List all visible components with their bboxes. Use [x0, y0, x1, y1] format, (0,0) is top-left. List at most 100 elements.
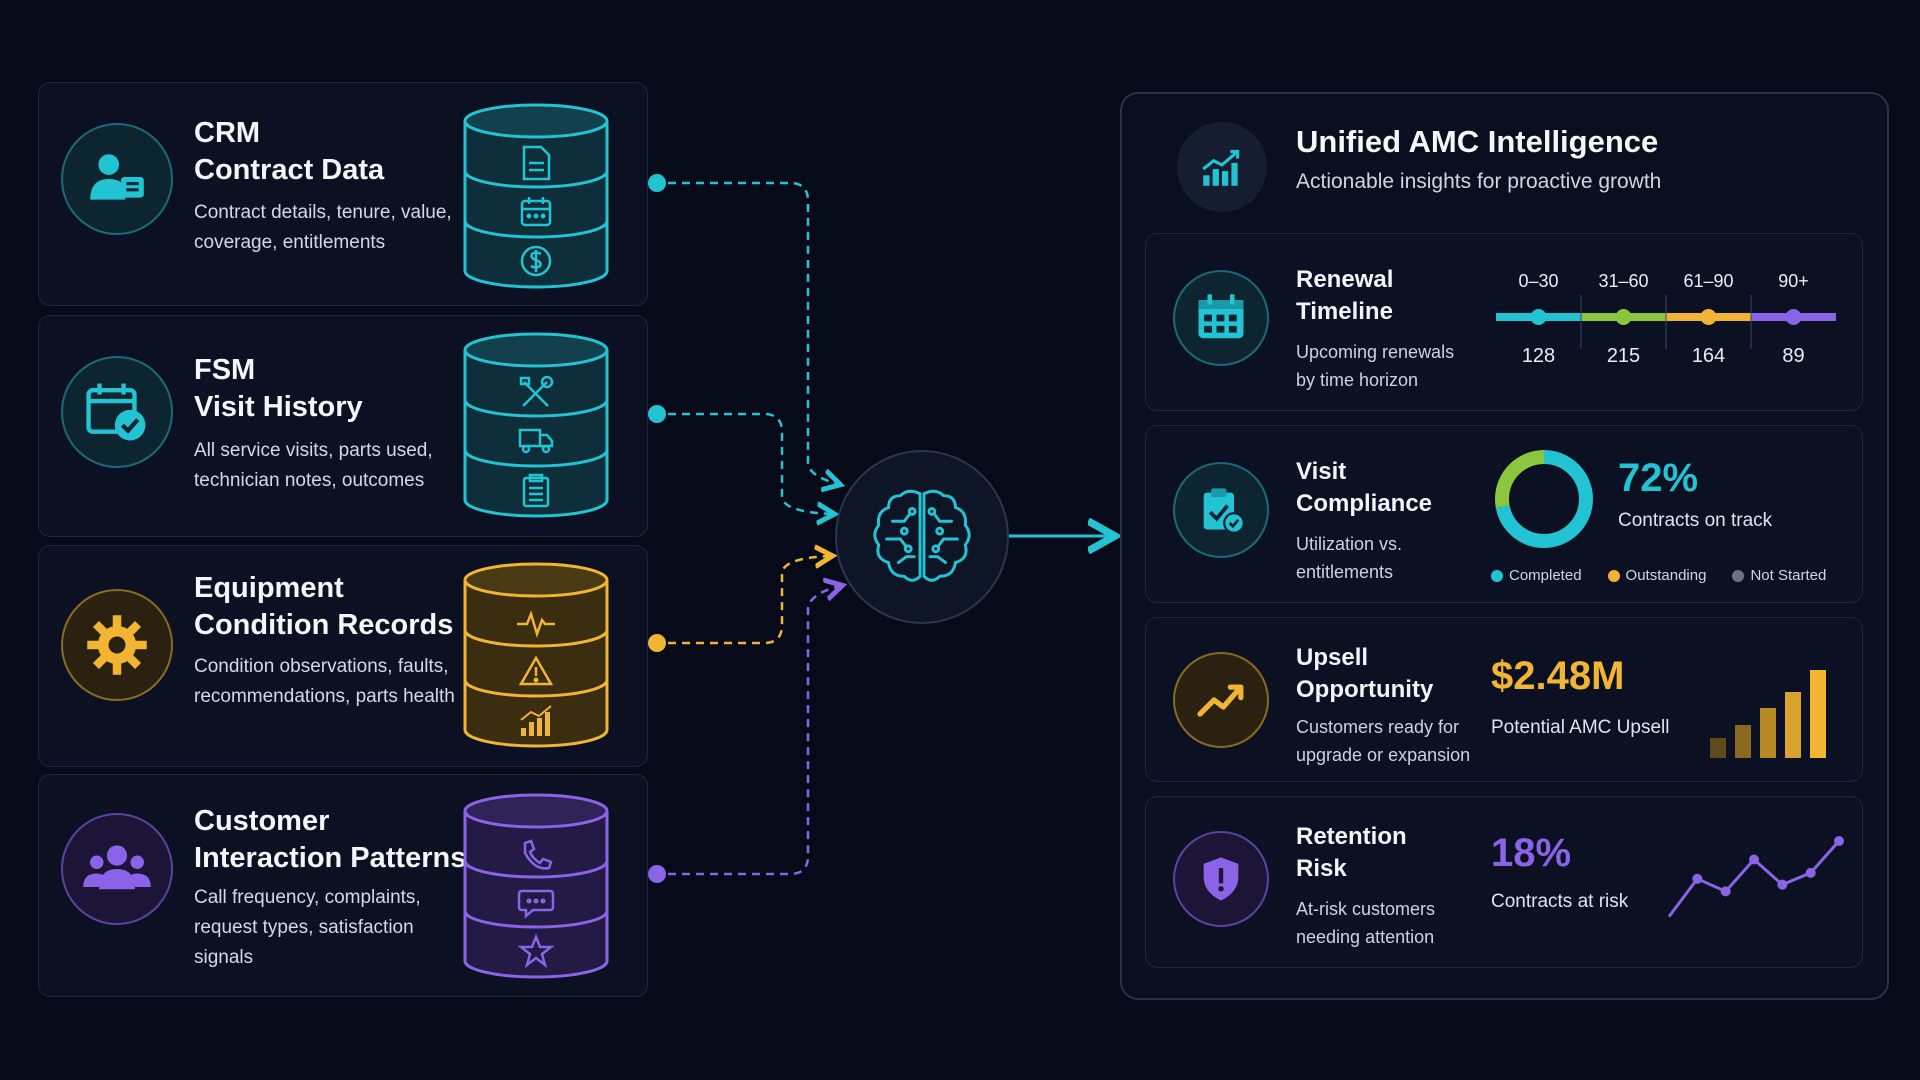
database-crm — [463, 103, 609, 289]
dollar-icon — [520, 245, 552, 277]
source-subtitle: Contract Data — [194, 154, 385, 186]
upsell-bar — [1760, 708, 1776, 758]
shield-alert-icon — [1173, 831, 1269, 927]
compliance-label: Contracts on track — [1618, 510, 1773, 531]
legend-item-completed: Completed — [1491, 567, 1582, 584]
trend-chart-icon — [1177, 122, 1267, 212]
timeline-marker — [1615, 309, 1632, 325]
legend-item-outstanding: Outstanding — [1607, 567, 1706, 584]
timeline-marker — [1530, 309, 1547, 325]
compliance-legend: Completed Outstanding Not Started — [1491, 567, 1826, 584]
metric-title: Visit — [1296, 458, 1347, 485]
metric-renewal-timeline: Renewal Timeline Upcoming renewals by ti… — [1145, 233, 1863, 411]
metric-desc-line2: by time horizon — [1296, 370, 1419, 390]
calendar-icon — [520, 197, 552, 227]
source-subtitle: Interaction Patterns — [194, 842, 467, 874]
metric-desc-line1: At-risk customers — [1296, 899, 1436, 919]
source-title: CRM — [194, 117, 261, 149]
source-description: Contract details, tenure, value, coverag… — [194, 202, 452, 253]
timeline-range-label: 31–60 — [1598, 271, 1648, 291]
timeline-range-label: 90+ — [1778, 271, 1809, 291]
crm-icon — [61, 123, 173, 235]
source-card-fsm: FSM Visit History All service visits, pa… — [38, 315, 648, 537]
pulse-icon — [517, 610, 555, 639]
upsell-bar — [1710, 738, 1726, 758]
timeline-count: 215 — [1607, 345, 1640, 367]
upsell-bar — [1785, 692, 1801, 758]
risk-trend-point — [1749, 854, 1759, 865]
risk-trend-point — [1720, 886, 1731, 897]
risk-trend-point — [1692, 873, 1703, 884]
source-card-equipment: Equipment Condition Records Condition ob… — [38, 545, 648, 767]
donut-remaining-arc — [1495, 450, 1593, 548]
bar-chart-icon — [520, 705, 552, 736]
source-title: Equipment — [194, 572, 344, 604]
risk-trend-point — [1805, 867, 1816, 878]
metric-desc-line1: Customers ready for — [1296, 717, 1460, 737]
metric-subtitle: Timeline — [1296, 298, 1393, 325]
source-description: Call frequency, complaints, request type… — [194, 887, 421, 968]
risk-value: 18% — [1491, 831, 1572, 875]
metric-desc-line2: entitlements — [1296, 562, 1394, 582]
panel-title: Unified AMC Intelligence — [1296, 124, 1659, 159]
source-title: Customer — [194, 805, 330, 837]
source-card-crm: CRM Contract Data Contract details, tenu… — [38, 82, 648, 306]
legend-item-not-started: Not Started — [1732, 567, 1826, 584]
metric-subtitle: Opportunity — [1296, 676, 1434, 703]
source-subtitle: Visit History — [194, 391, 363, 423]
upsell-label: Potential AMC Upsell — [1491, 717, 1670, 738]
fsm-icon — [61, 356, 173, 468]
metric-visit-compliance: Visit Compliance Utilization vs. entitle… — [1145, 425, 1863, 603]
metric-retention-risk: Retention Risk At-risk customers needing… — [1145, 796, 1863, 968]
source-description: All service visits, parts used, technici… — [194, 440, 433, 491]
compliance-donut — [1495, 450, 1593, 548]
metric-desc-line1: Upcoming renewals — [1296, 342, 1455, 362]
database-customer — [463, 793, 609, 979]
timeline-count: 128 — [1522, 345, 1555, 367]
database-fsm — [463, 332, 609, 518]
source-description: Condition observations, faults, recommen… — [194, 656, 455, 707]
connector-customer — [648, 586, 840, 883]
source-title: FSM — [194, 354, 256, 386]
timeline-count: 89 — [1782, 345, 1804, 367]
metric-title: Renewal — [1296, 266, 1394, 293]
upsell-bar-chart — [1710, 670, 1826, 758]
risk-trend-point — [1834, 836, 1844, 846]
risk-trend-point — [1777, 879, 1788, 890]
warning-icon — [518, 655, 554, 686]
metric-subtitle: Risk — [1296, 855, 1347, 882]
metric-desc-line1: Utilization vs. — [1296, 534, 1403, 554]
database-equipment — [463, 562, 609, 748]
metric-desc-line2: needing attention — [1296, 927, 1435, 947]
upsell-value: $2.48M — [1491, 654, 1625, 698]
metric-title: Upsell — [1296, 644, 1369, 671]
risk-trend-line — [1667, 836, 1844, 918]
trend-up-icon — [1173, 652, 1269, 748]
timeline-marker — [1785, 309, 1802, 325]
upsell-bar — [1810, 670, 1826, 758]
clipboard-check-icon — [1173, 462, 1269, 558]
users-icon — [61, 813, 173, 925]
brain-icon — [873, 489, 971, 582]
timeline-range-label: 0–30 — [1518, 271, 1558, 291]
metric-upsell-opportunity: Upsell Opportunity Customers ready for u… — [1145, 617, 1863, 782]
truck-icon — [518, 428, 554, 454]
calendar-icon — [1173, 270, 1269, 366]
tools-icon — [519, 375, 554, 407]
gear-icon — [61, 589, 173, 701]
panel-subtitle: Actionable insights for proactive growth — [1296, 170, 1662, 193]
phone-icon — [523, 839, 553, 870]
ai-hub — [835, 450, 1009, 624]
timeline-marker — [1700, 309, 1717, 325]
clipboard-icon — [522, 473, 550, 508]
upsell-bar — [1735, 725, 1751, 758]
metric-desc-line2: upgrade or expansion — [1296, 745, 1471, 765]
timeline-count: 164 — [1692, 345, 1725, 367]
connector-fsm — [648, 405, 832, 514]
connector-crm — [648, 174, 838, 484]
metric-title: Retention — [1296, 823, 1407, 850]
compliance-value: 72% — [1618, 456, 1699, 500]
chat-icon — [517, 889, 555, 919]
